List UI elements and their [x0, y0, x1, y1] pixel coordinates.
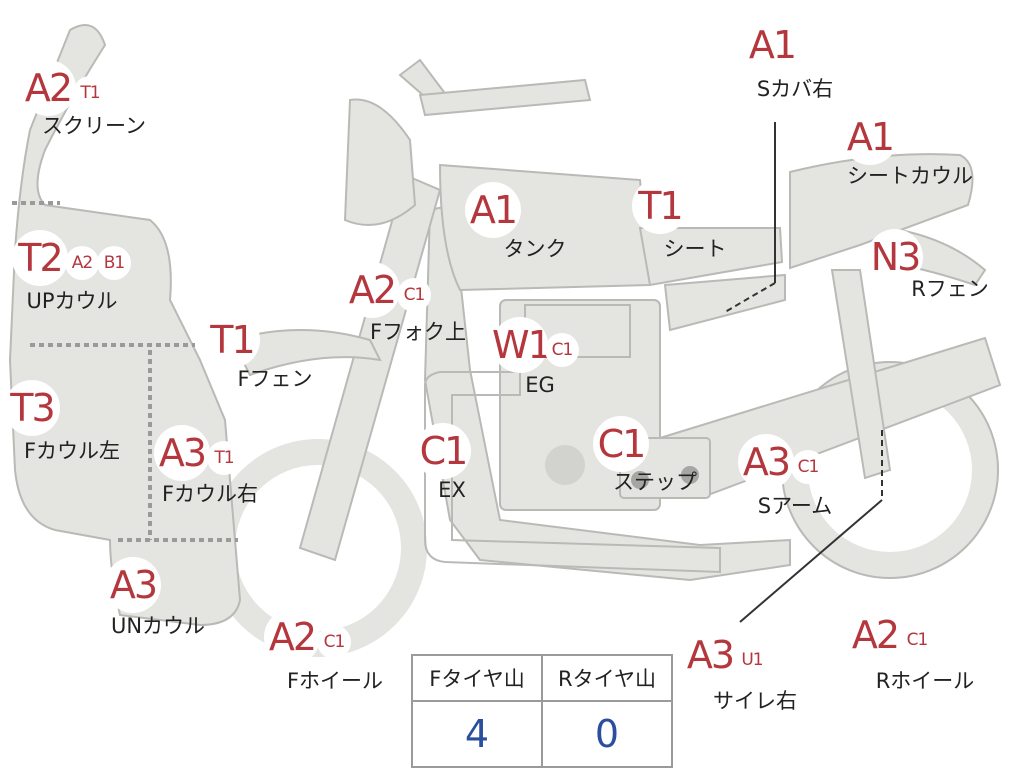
handlebar-shape	[418, 78, 592, 117]
grade-badge-silencer-r: A3	[682, 627, 738, 683]
front-tire-value: 4	[411, 700, 543, 768]
sub-grade-badge-screen-0: T1	[73, 76, 107, 110]
tire-table-header-row: Fタイヤ山 Rタイヤ山	[411, 654, 673, 702]
part-label-r-wheel: Rホイール	[875, 669, 975, 693]
side-cover-shape	[663, 273, 786, 332]
sub-grade-badge-f-wheel-0: C1	[317, 625, 351, 659]
part-label-tank: タンク	[503, 237, 567, 261]
sub-grade-badge-s-arm-0: C1	[791, 450, 825, 484]
grade-badge-un-cowl: A3	[105, 557, 161, 613]
part-label-f-wheel: Fホイール	[286, 669, 384, 693]
part-label-s-arm: Sアーム	[757, 494, 833, 518]
frame-shape	[423, 203, 791, 582]
part-label-r-fender: Rフェン	[911, 277, 989, 301]
grade-badge-f-fender: T1	[204, 312, 260, 368]
part-label-f-fork: Fフォク上	[369, 320, 467, 344]
sub-grade-badge-f-fork-0: C1	[397, 278, 431, 312]
leader-line-silencer-2	[739, 499, 883, 623]
part-label-f-fender: Fフェン	[237, 367, 313, 391]
grade-badge-screen: A2	[20, 60, 76, 116]
sub-grade-badge-up-cowl-1: B1	[97, 246, 131, 280]
part-label-engine: EG	[525, 373, 555, 397]
grade-badge-exhaust: C1	[415, 423, 471, 479]
front-tire-header: Fタイヤ山	[411, 654, 543, 702]
sub-grade-badge-r-wheel-0: C1	[900, 623, 934, 657]
sub-grade-badge-f-cowl-r-0: T1	[207, 441, 241, 475]
part-label-step: ステップ	[613, 470, 697, 494]
seat-cowl-shape	[789, 153, 974, 270]
tire-table-value-row: 4 0	[411, 700, 673, 768]
rear-tire-value: 0	[541, 700, 673, 768]
front-fender-shape	[230, 329, 382, 377]
seat-shape	[638, 227, 784, 287]
grade-badge-f-cowl-l: T3	[4, 380, 60, 436]
tire-tread-table: Fタイヤ山 Rタイヤ山 4 0	[411, 654, 673, 768]
rear-tire-header: Rタイヤ山	[541, 654, 673, 702]
grade-badge-seat-cowl: A1	[842, 109, 898, 165]
front-fork-shape	[298, 173, 442, 562]
grade-badge-tank: A1	[465, 182, 521, 238]
grade-badge-s-arm: A3	[738, 434, 794, 490]
part-label-up-cowl: UPカウル	[26, 289, 118, 313]
part-label-seat-cowl: シートカウル	[847, 164, 973, 188]
grade-badge-up-cowl: T2	[12, 230, 68, 286]
peg-detail-1	[631, 471, 649, 489]
sub-grade-badge-up-cowl-0: A2	[65, 246, 99, 280]
grade-badge-f-cowl-r: A3	[154, 425, 210, 481]
sub-grade-badge-engine-0: C1	[545, 333, 579, 367]
grade-badge-seat: T1	[632, 178, 688, 234]
grade-badge-engine: W1	[492, 317, 552, 373]
part-label-silencer-r: サイレ右	[713, 689, 797, 713]
part-label-f-cowl-r: Fカウル右	[161, 482, 259, 506]
part-label-f-cowl-l: Fカウル左	[23, 439, 121, 463]
part-label-s-cover-r: Sカバ右	[756, 77, 834, 101]
grade-badge-r-wheel: A2	[847, 607, 903, 663]
grade-badge-f-wheel: A2	[264, 609, 320, 665]
grade-badge-r-fender: N3	[867, 229, 923, 285]
headlight-shape	[343, 98, 417, 226]
peg-detail-2	[681, 466, 699, 484]
grade-badge-f-fork: A2	[344, 262, 400, 318]
sub-grade-badge-silencer-r-0: U1	[735, 643, 769, 677]
grade-badge-s-cover-r: A1	[744, 17, 800, 73]
exhaust-shape	[424, 371, 721, 574]
part-label-seat: シート	[663, 237, 727, 261]
grade-badge-step: C1	[593, 416, 649, 472]
engine-round-detail	[545, 445, 585, 485]
rear-strut-shape	[830, 269, 892, 480]
part-label-screen: スクリーン	[42, 114, 146, 138]
part-label-exhaust: EX	[438, 478, 466, 502]
part-label-un-cowl: UNカウル	[110, 614, 206, 638]
